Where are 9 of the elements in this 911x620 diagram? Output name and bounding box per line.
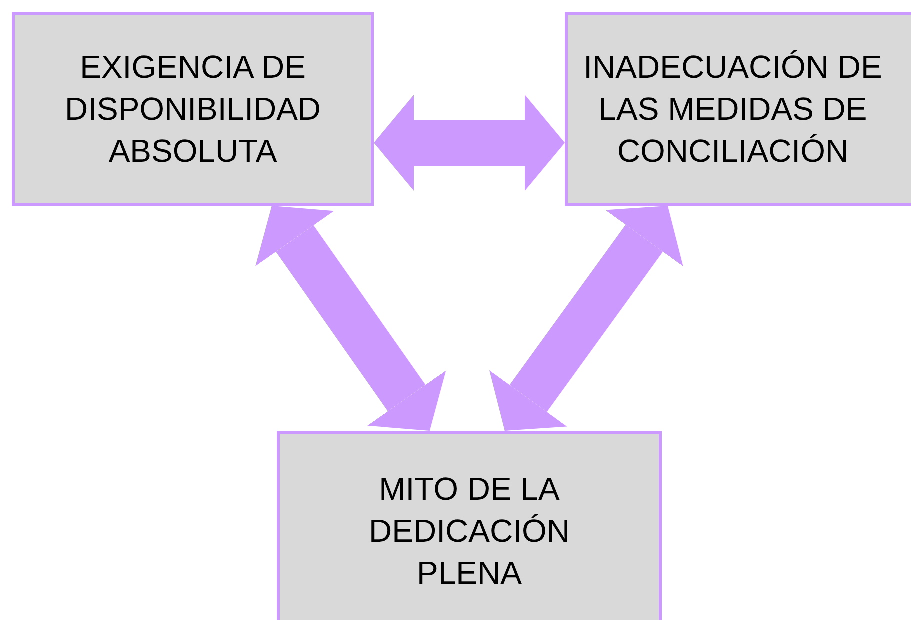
box-label: INADECUACIÓN DE LAS MEDIDAS DE CONCILIACIÓN	[582, 48, 884, 171]
text-box	[565, 12, 911, 206]
text-box	[277, 431, 662, 620]
text-box	[12, 12, 374, 206]
box-label: MITO DE LA DEDICACIÓN PLENA	[368, 470, 571, 593]
box-label: EXIGENCIA DE DISPONIBILIDAD ABSOLUTA	[64, 48, 322, 171]
double-arrow	[374, 94, 565, 191]
double-arrow	[256, 206, 446, 431]
double-arrow	[490, 206, 684, 431]
